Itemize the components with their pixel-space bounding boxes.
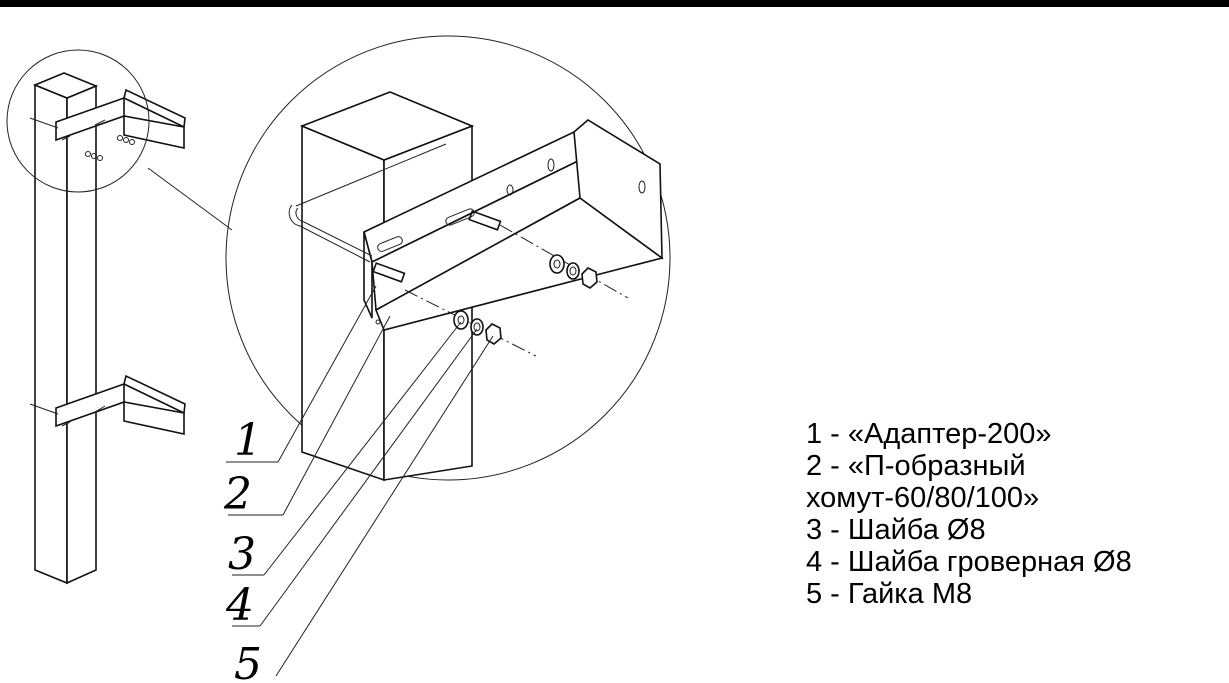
legend-item-1: 1 - «Адаптер-200» <box>806 418 1052 450</box>
overview-bracket-bottom <box>29 374 186 435</box>
callout-3: 3 <box>228 529 256 580</box>
callout-5: 5 <box>234 639 262 683</box>
overview-bracket-top <box>29 88 186 161</box>
callout-leaders <box>226 285 494 677</box>
callout-2: 2 <box>223 469 252 520</box>
detail-leader-line <box>147 167 233 231</box>
legend-item-2: 2 - «П-образный хомут-60/80/100» <box>806 450 1040 514</box>
callout-1: 1 <box>234 415 262 466</box>
legend-item-5: 5 - Гайка М8 <box>806 578 973 610</box>
detail-circle-small <box>6 49 150 193</box>
top-border-line <box>0 0 1229 7</box>
detail-washers-nut-upper <box>549 254 598 289</box>
legend-item-4: 4 - Шайба гроверная Ø8 <box>806 546 1132 578</box>
legend-item-3: 3 - Шайба Ø8 <box>806 514 986 546</box>
detail-u-clamp <box>288 143 502 283</box>
overview-post <box>32 72 99 585</box>
callout-4: 4 <box>225 580 254 631</box>
detail-circle-large <box>225 35 671 481</box>
detail-adapter-bracket <box>363 119 664 331</box>
parts-legend: 1 - «Адаптер-200» 2 - «П-образный хомут-… <box>806 418 1132 610</box>
detail-washers-nut-lower <box>453 310 502 345</box>
